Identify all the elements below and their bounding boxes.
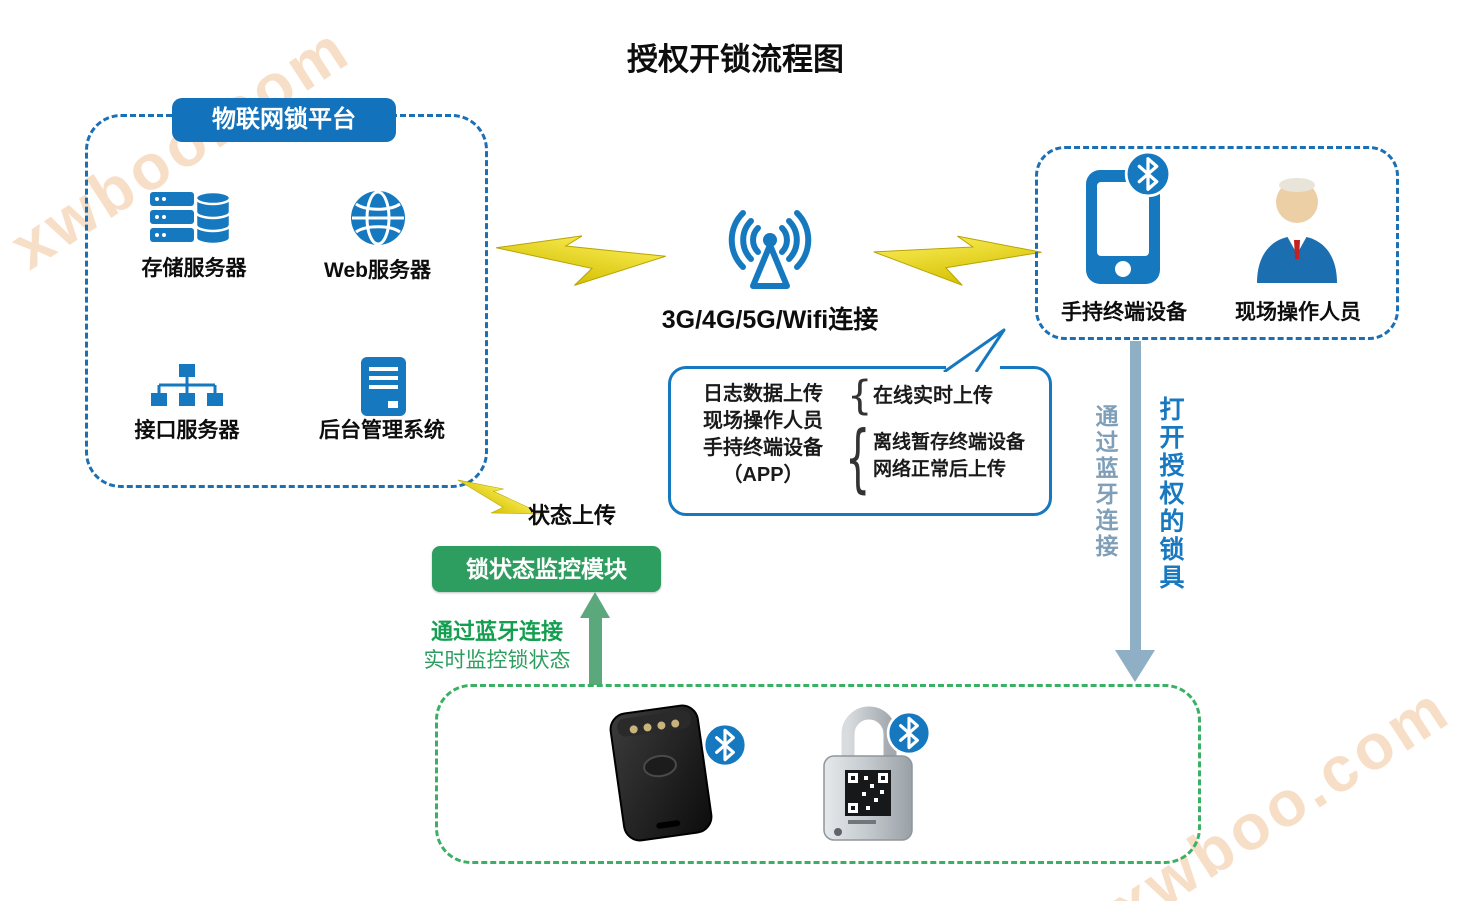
bluetooth-flow-arrow-line — [1130, 341, 1141, 654]
bluetooth-icon — [1124, 150, 1172, 198]
operator-label: 现场操作人员 — [1235, 301, 1361, 324]
callout-left-line-1: 日志数据上传 — [703, 383, 823, 405]
monitor-note-line-1: 通过蓝牙连接 — [430, 619, 563, 644]
locks-box — [435, 684, 1201, 864]
callout-online-line: 在线实时上传 — [873, 385, 993, 407]
radio-tower-icon — [728, 210, 812, 289]
brace-large: { — [845, 417, 871, 503]
monitor-module: 锁状态监控模块 — [432, 546, 661, 592]
callout-left-line-3: 手持终端设备 — [703, 437, 823, 459]
network-label: 3G/4G/5G/Wifi连接 — [661, 306, 879, 334]
interface-server-icon — [151, 364, 223, 406]
storage-server-icon — [150, 190, 232, 246]
lightning-left-icon — [496, 235, 666, 286]
via-bluetooth-label: 通过蓝牙连接 — [1092, 404, 1118, 560]
bluetooth-icon — [886, 710, 932, 756]
callout-bubble: 日志数据上传 现场操作人员 手持终端设备 （APP） { 在线实时上传 { 离线… — [668, 366, 1052, 516]
brace-small: { — [847, 373, 873, 419]
monitor-arrow-head — [580, 592, 610, 618]
bluetooth-flow-arrow-head — [1115, 650, 1155, 682]
page-title: 授权开锁流程图 — [627, 42, 844, 77]
interface-server-label: 接口服务器 — [134, 419, 240, 442]
terminal-box — [1035, 146, 1399, 340]
monitor-arrow-line — [589, 616, 602, 685]
lightning-right-icon — [873, 235, 1042, 286]
callout-left-line-4: （APP） — [722, 464, 804, 486]
qr-padlock-image — [823, 706, 913, 841]
monitor-note-line-2: 实时监控锁状态 — [423, 649, 571, 672]
callout-offline-line-1: 离线暂存终端设备 — [873, 432, 1026, 453]
smartphone-icon — [1086, 170, 1160, 284]
open-lock-label: 打开授权的锁具 — [1156, 396, 1184, 592]
status-upload-label: 状态上传 — [528, 503, 617, 528]
handheld-device-label: 手持终端设备 — [1061, 301, 1187, 324]
callout-left-line-2: 现场操作人员 — [703, 410, 823, 432]
person-icon — [1257, 178, 1337, 283]
gps-tracker-lock-image — [609, 704, 713, 842]
callout-tail — [943, 328, 1006, 372]
storage-server-label: 存储服务器 — [141, 257, 247, 280]
callout-offline-line-2: 网络正常后上传 — [873, 459, 1007, 480]
admin-system-icon — [361, 357, 406, 416]
web-server-icon — [351, 190, 405, 246]
bluetooth-icon — [702, 722, 748, 768]
lightning-status-icon — [457, 479, 543, 515]
web-server-label: Web服务器 — [324, 259, 431, 282]
platform-box-title: 物联网锁平台 — [172, 98, 396, 142]
admin-system-label: 后台管理系统 — [319, 419, 445, 442]
